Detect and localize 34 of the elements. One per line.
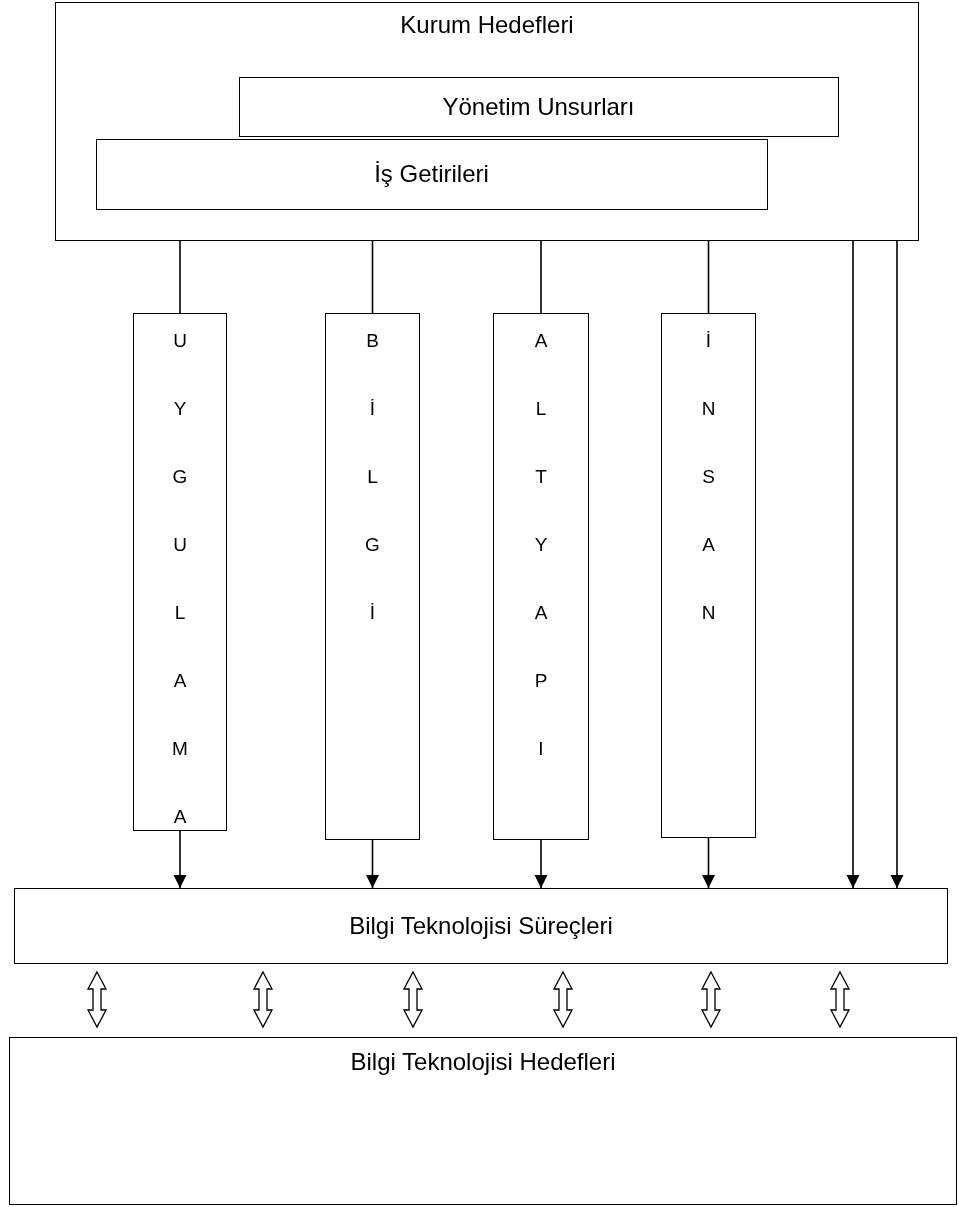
arrow [173, 830, 187, 889]
double-block-arrow [252, 970, 274, 1029]
node-label: Kurum Hedefleri [399, 11, 575, 39]
node-label: BİLGİ [364, 329, 381, 625]
arrow [702, 837, 715, 889]
node-label: İNSAN [700, 329, 717, 625]
text-box [325, 313, 420, 840]
double-block-arrow [829, 970, 851, 1029]
node-label: Bilgi Teknolojisi Hedefleri [349, 1048, 617, 1076]
arrow [846, 240, 860, 889]
node-label: ALTYAPI [533, 329, 549, 761]
text-box [55, 2, 919, 241]
arrow [366, 839, 379, 889]
text-box [493, 313, 589, 840]
text-box [238, 76, 839, 137]
text-box [14, 888, 948, 964]
node-label: İş Getirileri [373, 160, 490, 188]
connector-line [540, 240, 542, 314]
arrow [890, 240, 904, 889]
arrow [534, 839, 548, 889]
node-label: Bilgi Teknolojisi Süreçleri [348, 912, 614, 940]
double-block-arrow [552, 970, 574, 1029]
connector-line [179, 240, 181, 314]
double-block-arrow [402, 970, 424, 1029]
node-label: Yönetim Unsurları [441, 92, 636, 121]
double-block-arrow [86, 970, 108, 1029]
node-label: UYGULAMA [171, 329, 189, 829]
text-box [9, 1037, 957, 1205]
text-box [95, 138, 768, 210]
connector-line [707, 240, 710, 314]
text-box [133, 313, 227, 831]
connector-line [371, 240, 374, 314]
double-block-arrow [700, 970, 722, 1029]
text-box [661, 313, 756, 838]
